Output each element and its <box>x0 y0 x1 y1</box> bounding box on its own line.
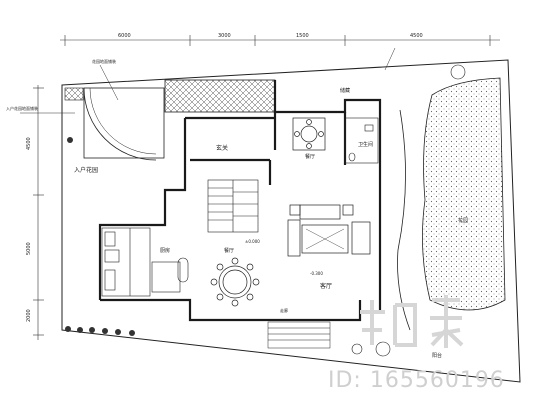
room-bathroom: 卫生间 <box>358 141 373 148</box>
dim-top-3: 1500 <box>296 33 309 39</box>
front-steps <box>267 321 331 349</box>
staircase <box>207 179 259 233</box>
shrubs <box>65 137 135 336</box>
room-living: 客厅 <box>320 282 332 290</box>
room-kitchen: 厨房 <box>160 247 170 254</box>
dim-left-1: 4500 <box>26 137 32 150</box>
dim-left-3: 2000 <box>26 309 32 322</box>
small-dining-table <box>292 117 326 151</box>
site-boundary <box>61 59 521 383</box>
courtyard-paving <box>422 77 506 311</box>
room-courtyard: 花园 <box>458 217 468 224</box>
kitchen <box>101 227 151 297</box>
entry-garden <box>83 87 165 161</box>
dim-left-2: 5000 <box>26 242 32 255</box>
room-entry-garden: 入户花园 <box>74 166 98 174</box>
dim-top-2: 3000 <box>218 33 231 39</box>
room-foyer: 玄关 <box>216 144 228 152</box>
top-garden-paving <box>164 79 276 113</box>
corner-paving <box>64 87 84 101</box>
watermark-id: ID: 165560196 <box>328 368 505 393</box>
living-sofa-set <box>287 204 371 257</box>
zhimo-logo-watermark <box>360 295 464 348</box>
building-walls <box>98 80 382 322</box>
bar-counter <box>151 257 189 293</box>
callout-top-garden: 花园地面铺装 <box>92 58 116 64</box>
level-0: ±0.000 <box>245 239 260 244</box>
room-storage: 储藏 <box>340 87 350 94</box>
room-corridor: 走廊 <box>280 307 288 313</box>
dim-top-1: 6000 <box>118 33 131 39</box>
trees <box>351 64 466 357</box>
terrace-edge <box>397 109 411 331</box>
level-1: -0.300 <box>310 271 323 276</box>
room-restaurant: 餐厅 <box>224 247 234 254</box>
callout-leaders <box>20 47 396 114</box>
dining-table <box>210 257 260 307</box>
room-terrace: 阳台 <box>432 352 442 359</box>
room-dining-small: 餐厅 <box>305 153 315 160</box>
bathroom <box>344 117 379 164</box>
dimension-left <box>33 85 44 340</box>
dim-top-4: 4500 <box>410 33 423 39</box>
callout-left-garden: 入户花园地面铺装 <box>6 105 38 111</box>
dimension-top <box>60 35 500 46</box>
